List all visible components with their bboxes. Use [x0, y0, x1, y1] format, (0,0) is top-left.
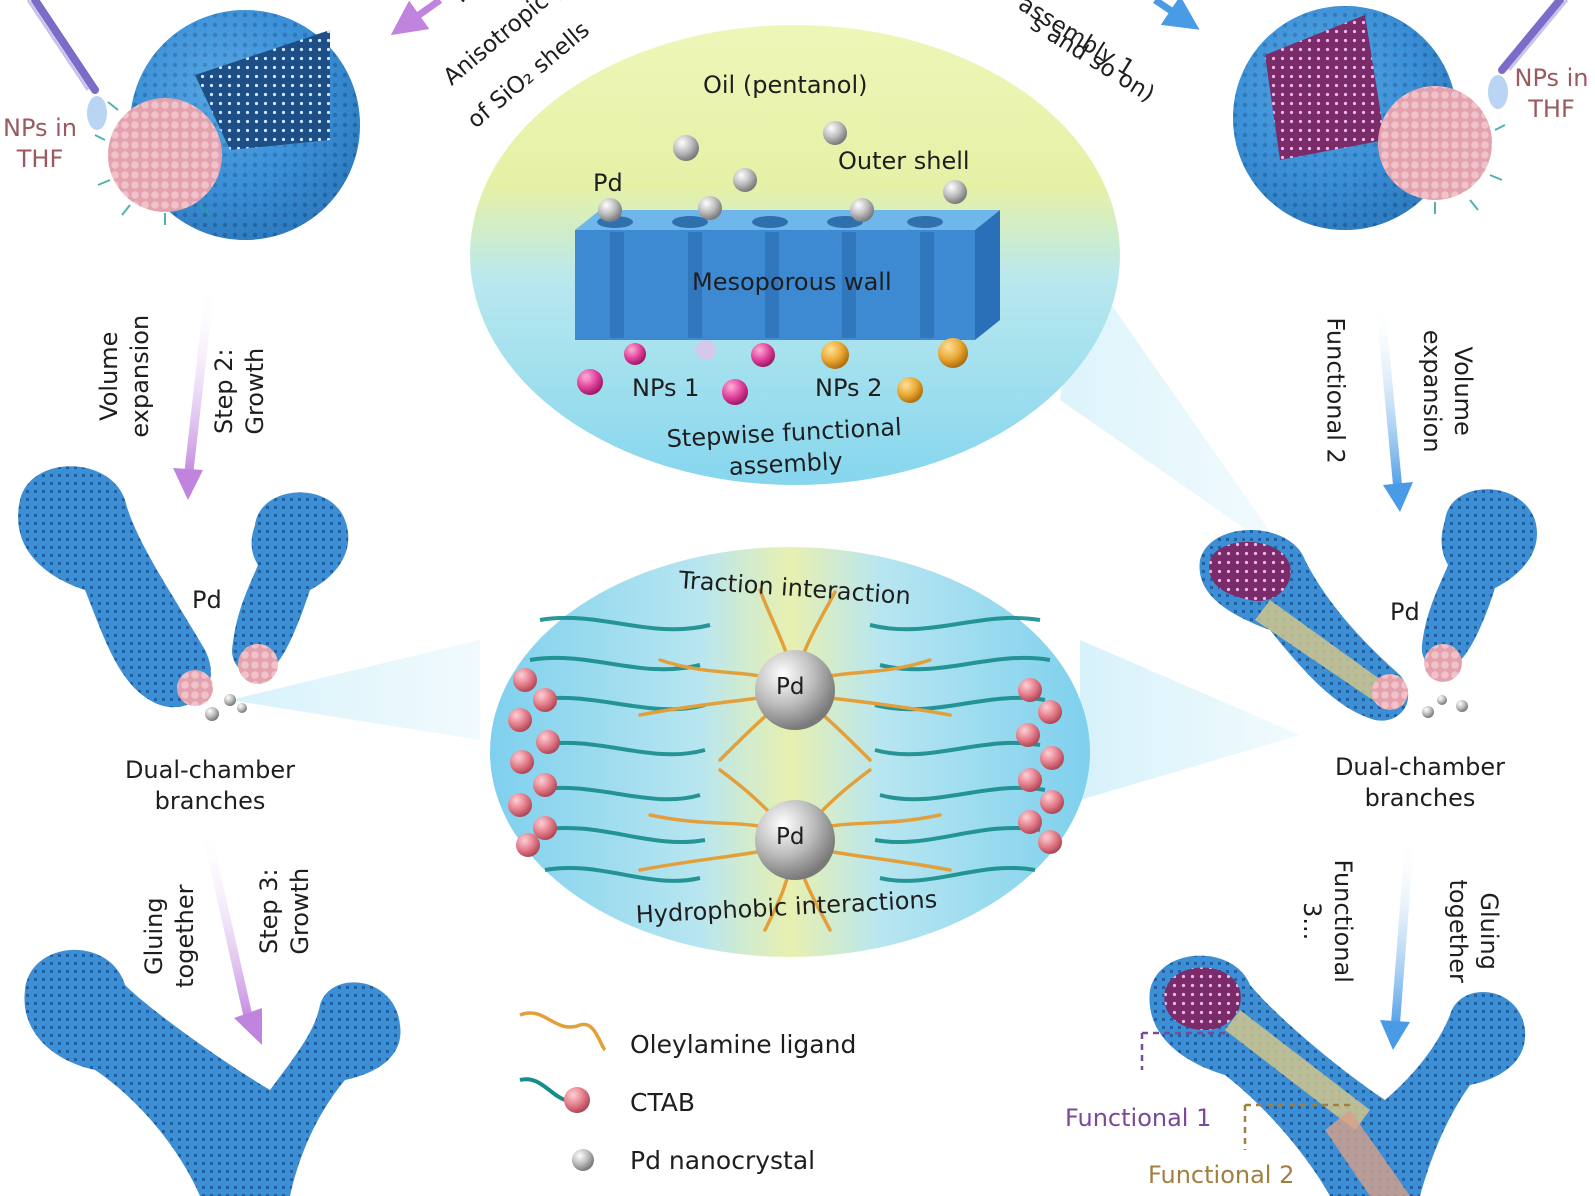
left-volume-expansion-line2: expansion: [126, 314, 154, 438]
right-dual-chamber-line2: branches: [1364, 784, 1476, 813]
nps-in-thf-left-line2: THF: [16, 145, 64, 174]
nps2-particle: [897, 377, 923, 403]
pd-nanocrystal-top: [755, 650, 835, 730]
legend-pd-nanocrystal-icon: [572, 1149, 594, 1171]
upper-inset: [470, 25, 1120, 485]
pd-sphere: [598, 198, 622, 222]
right-dual-chamber-line1: Dual-chamber: [1334, 753, 1506, 781]
left-gluing-line2: together: [171, 884, 199, 988]
right-arrow-volume: [1375, 299, 1403, 491]
right-pd-label: Pd: [1390, 598, 1420, 626]
right-volume-expansion: Volume expansion: [1416, 316, 1478, 466]
right-functional3: Functional 3...: [1296, 856, 1358, 986]
right-beam-to-upper-inset: [1060, 260, 1290, 560]
top-right-arrow: [1153, 0, 1200, 30]
pd-sphere: [943, 180, 967, 204]
left-gluing-line1: Gluing: [139, 897, 168, 975]
left-pd-label: Pd: [192, 586, 222, 614]
legend-pd-nanocrystal-label: Pd nanocrystal: [630, 1146, 816, 1175]
right-functional2: Functional 2: [1321, 317, 1350, 464]
right-arrow-gluing: [1390, 834, 1415, 1031]
top-right-sphere: [1233, 6, 1506, 230]
right-gluing: Gluing together: [1442, 866, 1504, 996]
nps-in-thf-right-line2: THF: [1528, 95, 1575, 124]
outer-shell-label: Outer shell: [838, 147, 970, 175]
legend-oleylamine-icon: [519, 1011, 607, 1052]
left-arrow-step2: [183, 284, 215, 481]
right-dual-chamber-branches: [1199, 489, 1537, 721]
left-step3-line1: Step 3:: [254, 868, 283, 955]
nps1-particle: [751, 343, 775, 367]
left-step3-line2: Growth: [286, 867, 314, 955]
right-volume-expansion-line1: Volume: [1449, 346, 1478, 436]
left-gluing: Gluing together: [139, 876, 201, 996]
nps1-particle: [722, 379, 748, 405]
top-left-sphere: [94, 10, 360, 240]
right-gluing-line2: together: [1444, 879, 1472, 983]
pipette-left: [26, 0, 107, 130]
right-beam-to-lower-inset: [1080, 640, 1300, 800]
nps-in-thf-left: NPs in THF: [0, 113, 80, 175]
right-dual-chamber: Dual-chamber branches: [1320, 752, 1520, 814]
right-functional3-line2: 3...: [1298, 902, 1326, 941]
left-arrow-step2-head: [173, 468, 203, 500]
pipette-right: [1488, 0, 1569, 109]
left-arrow-step3-head: [234, 1008, 262, 1045]
mesoporous-wall-block: [575, 210, 1000, 340]
right-arrow-gluing-head: [1380, 1020, 1410, 1050]
nps-in-thf-right: NPs in THF: [1508, 63, 1595, 125]
left-volume-expansion-line1: Volume: [94, 331, 123, 421]
nps1-particle: [696, 340, 716, 360]
left-dual-chamber-line2: branches: [154, 787, 266, 816]
right-y-structure: [1140, 955, 1526, 1196]
right-gluing-line1: Gluing: [1475, 892, 1504, 970]
left-dual-chamber-branches: [18, 466, 349, 721]
functional2-tag: Functional 2: [1148, 1161, 1295, 1189]
left-dual-chamber: Dual-chamber branches: [100, 755, 320, 817]
nps1-particle: [577, 369, 603, 395]
legend-oleylamine-label: Oleylamine ligand: [630, 1030, 857, 1059]
lower-inset: [490, 547, 1090, 957]
mesoporous-wall-label: Mesoporous wall: [692, 268, 892, 296]
pd-nanocrystal-bottom: [755, 800, 835, 880]
nps1-particle: [624, 343, 646, 365]
left-arrow-step3: [200, 824, 255, 1026]
left-step2-line1: Step 2:: [209, 348, 238, 435]
left-step2-line2: Growth: [241, 347, 269, 435]
oil-pentanol-label: Oil (pentanol): [703, 71, 868, 99]
left-step2: Step 2: Growth: [209, 331, 271, 451]
upper-pd-label: Pd: [593, 169, 623, 197]
nps2-particle: [938, 338, 968, 368]
left-dual-chamber-line1: Dual-chamber: [124, 756, 296, 784]
top-left-arrow: [390, 0, 443, 36]
left-step3: Step 3: Growth: [254, 851, 316, 971]
left-y-structure: [24, 949, 401, 1196]
pd-sphere: [733, 168, 757, 192]
left-volume-expansion: Volume expansion: [94, 301, 156, 451]
nps-in-thf-left-line1: NPs in: [2, 114, 77, 142]
right-arrow-volume-head: [1383, 482, 1413, 512]
pd-sphere: [823, 121, 847, 145]
right-volume-expansion-line2: expansion: [1418, 329, 1446, 453]
left-beam-to-lower-inset: [230, 640, 480, 740]
pd-sphere: [850, 198, 874, 222]
nps2-particle: [821, 341, 849, 369]
nps1-label: NPs 1: [632, 374, 700, 402]
nps2-label: NPs 2: [815, 374, 883, 402]
pd-bottom-label: Pd: [776, 824, 805, 850]
legend-ctab-tail-icon: [519, 1077, 566, 1102]
legend-ctab-label: CTAB: [630, 1088, 696, 1117]
legend-ctab-head-icon: [564, 1087, 590, 1113]
functional1-tag: Functional 1: [1065, 1104, 1212, 1132]
right-functional3-line1: Functional: [1329, 859, 1358, 983]
pd-sphere: [673, 135, 699, 161]
pd-sphere: [698, 196, 722, 220]
nps-in-thf-right-line1: NPs in: [1514, 64, 1589, 92]
pd-top-label: Pd: [776, 674, 805, 700]
legend: [519, 1011, 607, 1171]
